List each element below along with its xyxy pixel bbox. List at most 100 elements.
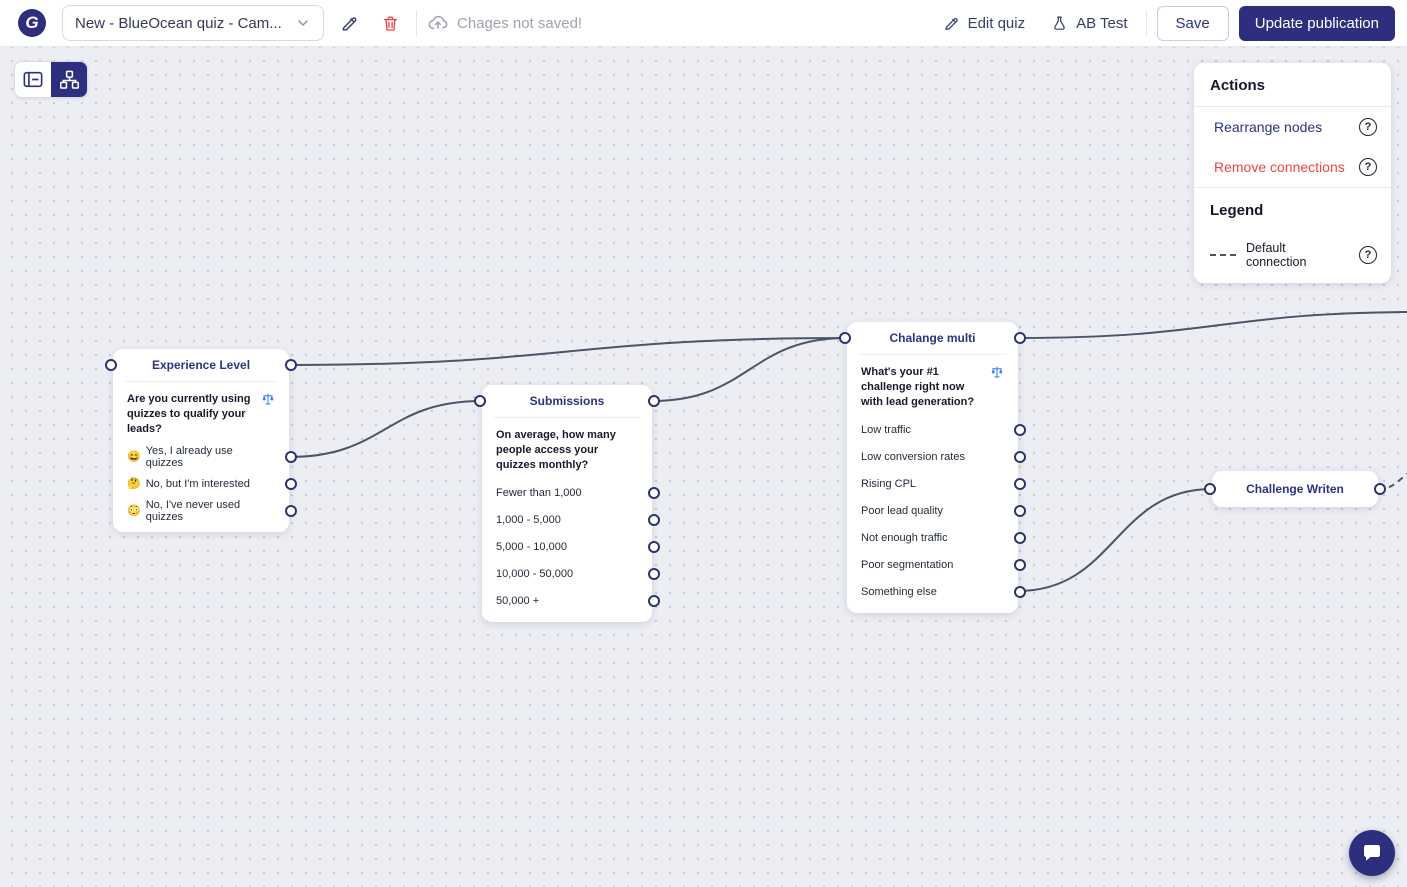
update-publication-button[interactable]: Update publication [1238, 5, 1395, 41]
help-icon[interactable]: ? [1359, 118, 1377, 136]
answer-option[interactable]: Rising CPL [847, 470, 1026, 497]
node-handle-right[interactable] [648, 395, 660, 407]
flask-icon [1054, 16, 1065, 30]
option-handle-right[interactable] [285, 504, 297, 517]
rearrange-nodes-label: Rearrange nodes [1214, 119, 1323, 135]
node-handle-left[interactable] [839, 332, 851, 344]
node-title-row: Submissions [474, 385, 660, 417]
legend-title: Legend [1210, 202, 1264, 219]
node-handle-left[interactable] [105, 359, 117, 371]
node-handle-right[interactable] [1374, 483, 1386, 495]
answer-option[interactable]: Poor lead quality [847, 497, 1026, 524]
form-view-button[interactable] [15, 62, 51, 97]
connection-edge[interactable] [288, 400, 483, 458]
option-handle-right[interactable] [648, 513, 660, 526]
topbar: G New - BlueOcean quiz - Cam... Chages n… [0, 0, 1407, 47]
answer-option[interactable]: 5,000 - 10,000 [482, 533, 660, 560]
option-handle-right[interactable] [1014, 450, 1026, 463]
node-handle-left[interactable] [474, 395, 486, 407]
edit-quiz-button[interactable]: Edit quiz [935, 9, 1034, 38]
answer-option-label: Poor segmentation [861, 558, 954, 571]
answer-option-label: Low traffic [861, 423, 911, 436]
answer-option[interactable]: Poor segmentation [847, 551, 1026, 578]
answer-option[interactable]: 50,000 + [482, 587, 660, 614]
remove-connections-action[interactable]: Remove connections ? [1194, 147, 1391, 187]
node-divider [494, 417, 640, 418]
flow-view-button[interactable] [51, 62, 87, 97]
answer-option[interactable]: 10,000 - 50,000 [482, 560, 660, 587]
answer-option-label: Poor lead quality [861, 504, 943, 517]
node-title-row: Challenge Writen [1204, 471, 1386, 507]
ab-test-button[interactable]: AB Test [1043, 9, 1135, 38]
quiz-selector-dropdown[interactable]: New - BlueOcean quiz - Cam... [62, 5, 324, 41]
help-icon[interactable]: ? [1359, 246, 1377, 264]
option-handle-right[interactable] [285, 477, 297, 490]
topbar-divider [1145, 10, 1147, 36]
node-handle-left[interactable] [1204, 483, 1216, 495]
chat-widget-button[interactable] [1349, 830, 1395, 876]
connection-edge[interactable] [651, 337, 848, 402]
answer-option[interactable]: Low traffic [847, 416, 1026, 443]
node-title: Submissions [529, 394, 605, 408]
option-handle-right[interactable] [1014, 504, 1026, 517]
rearrange-nodes-action[interactable]: Rearrange nodes ? [1194, 107, 1391, 147]
answer-option[interactable]: 😄Yes, I already use quizzes [113, 443, 297, 470]
option-handle-right[interactable] [648, 540, 660, 553]
node-question: What's your #1 challenge right now with … [847, 355, 1018, 416]
answer-option[interactable]: 🤔No, but I'm interested [113, 470, 297, 497]
help-icon[interactable]: ? [1359, 158, 1377, 176]
node-title-row: Experience Level [105, 349, 297, 381]
pencil-icon [342, 16, 357, 31]
answer-option-label: Low conversion rates [861, 450, 965, 463]
answer-option[interactable]: Low conversion rates [847, 443, 1026, 470]
node-question: Are you currently using quizzes to quali… [113, 382, 289, 443]
answer-option-label: 10,000 - 50,000 [496, 567, 574, 580]
question-text: Are you currently using quizzes to quali… [127, 393, 251, 435]
edit-quiz-label: Edit quiz [967, 14, 1026, 32]
option-handle-right[interactable] [1014, 477, 1026, 490]
answer-option-label: Yes, I already use quizzes [145, 444, 233, 469]
topbar-divider [416, 10, 417, 36]
delete-quiz-button[interactable] [375, 8, 406, 39]
option-handle-right[interactable] [285, 450, 297, 463]
connection-edge[interactable] [1017, 311, 1407, 339]
legend-default-connection: Default connection ? [1194, 231, 1391, 269]
answer-option[interactable]: 😳No, I've never used quizzes [113, 497, 297, 524]
answer-option-label: 50,000 + [496, 594, 540, 607]
node-handle-right[interactable] [1014, 332, 1026, 344]
option-handle-right[interactable] [1014, 531, 1026, 544]
save-status: Chages not saved! [427, 12, 582, 34]
flow-node[interactable]: Challenge Writen [1204, 471, 1386, 507]
option-handle-right[interactable] [648, 486, 660, 499]
option-handle-right[interactable] [1014, 423, 1026, 436]
answer-option[interactable]: Not enough traffic [847, 524, 1026, 551]
app-logo-icon: G [18, 9, 46, 37]
connection-edge[interactable] [1017, 488, 1213, 592]
emoji-icon: 🤔 [127, 478, 141, 490]
option-handle-right[interactable] [648, 594, 660, 607]
panel-divider [1194, 106, 1391, 107]
node-title: Chalange multi [889, 331, 976, 345]
node-handle-right[interactable] [285, 359, 297, 371]
answer-option-label: Rising CPL [861, 477, 917, 490]
connection-edge[interactable] [288, 337, 848, 366]
option-handle-right[interactable] [648, 567, 660, 580]
answer-option[interactable]: 1,000 - 5,000 [482, 506, 660, 533]
save-button[interactable]: Save [1156, 5, 1229, 41]
node-title: Challenge Writen [1246, 482, 1344, 496]
legend-default-label: Default connection [1246, 241, 1307, 269]
chevron-down-icon [298, 20, 308, 26]
option-handle-right[interactable] [1014, 558, 1026, 571]
rename-quiz-button[interactable] [334, 8, 365, 39]
answer-option[interactable]: Something else [847, 578, 1026, 605]
actions-panel: Actions Rearrange nodes ? Remove connect… [1194, 63, 1391, 283]
answer-option[interactable]: Fewer than 1,000 [482, 479, 660, 506]
option-handle-right[interactable] [1014, 585, 1026, 598]
answer-option-label: No, I've never used quizzes [145, 498, 241, 523]
